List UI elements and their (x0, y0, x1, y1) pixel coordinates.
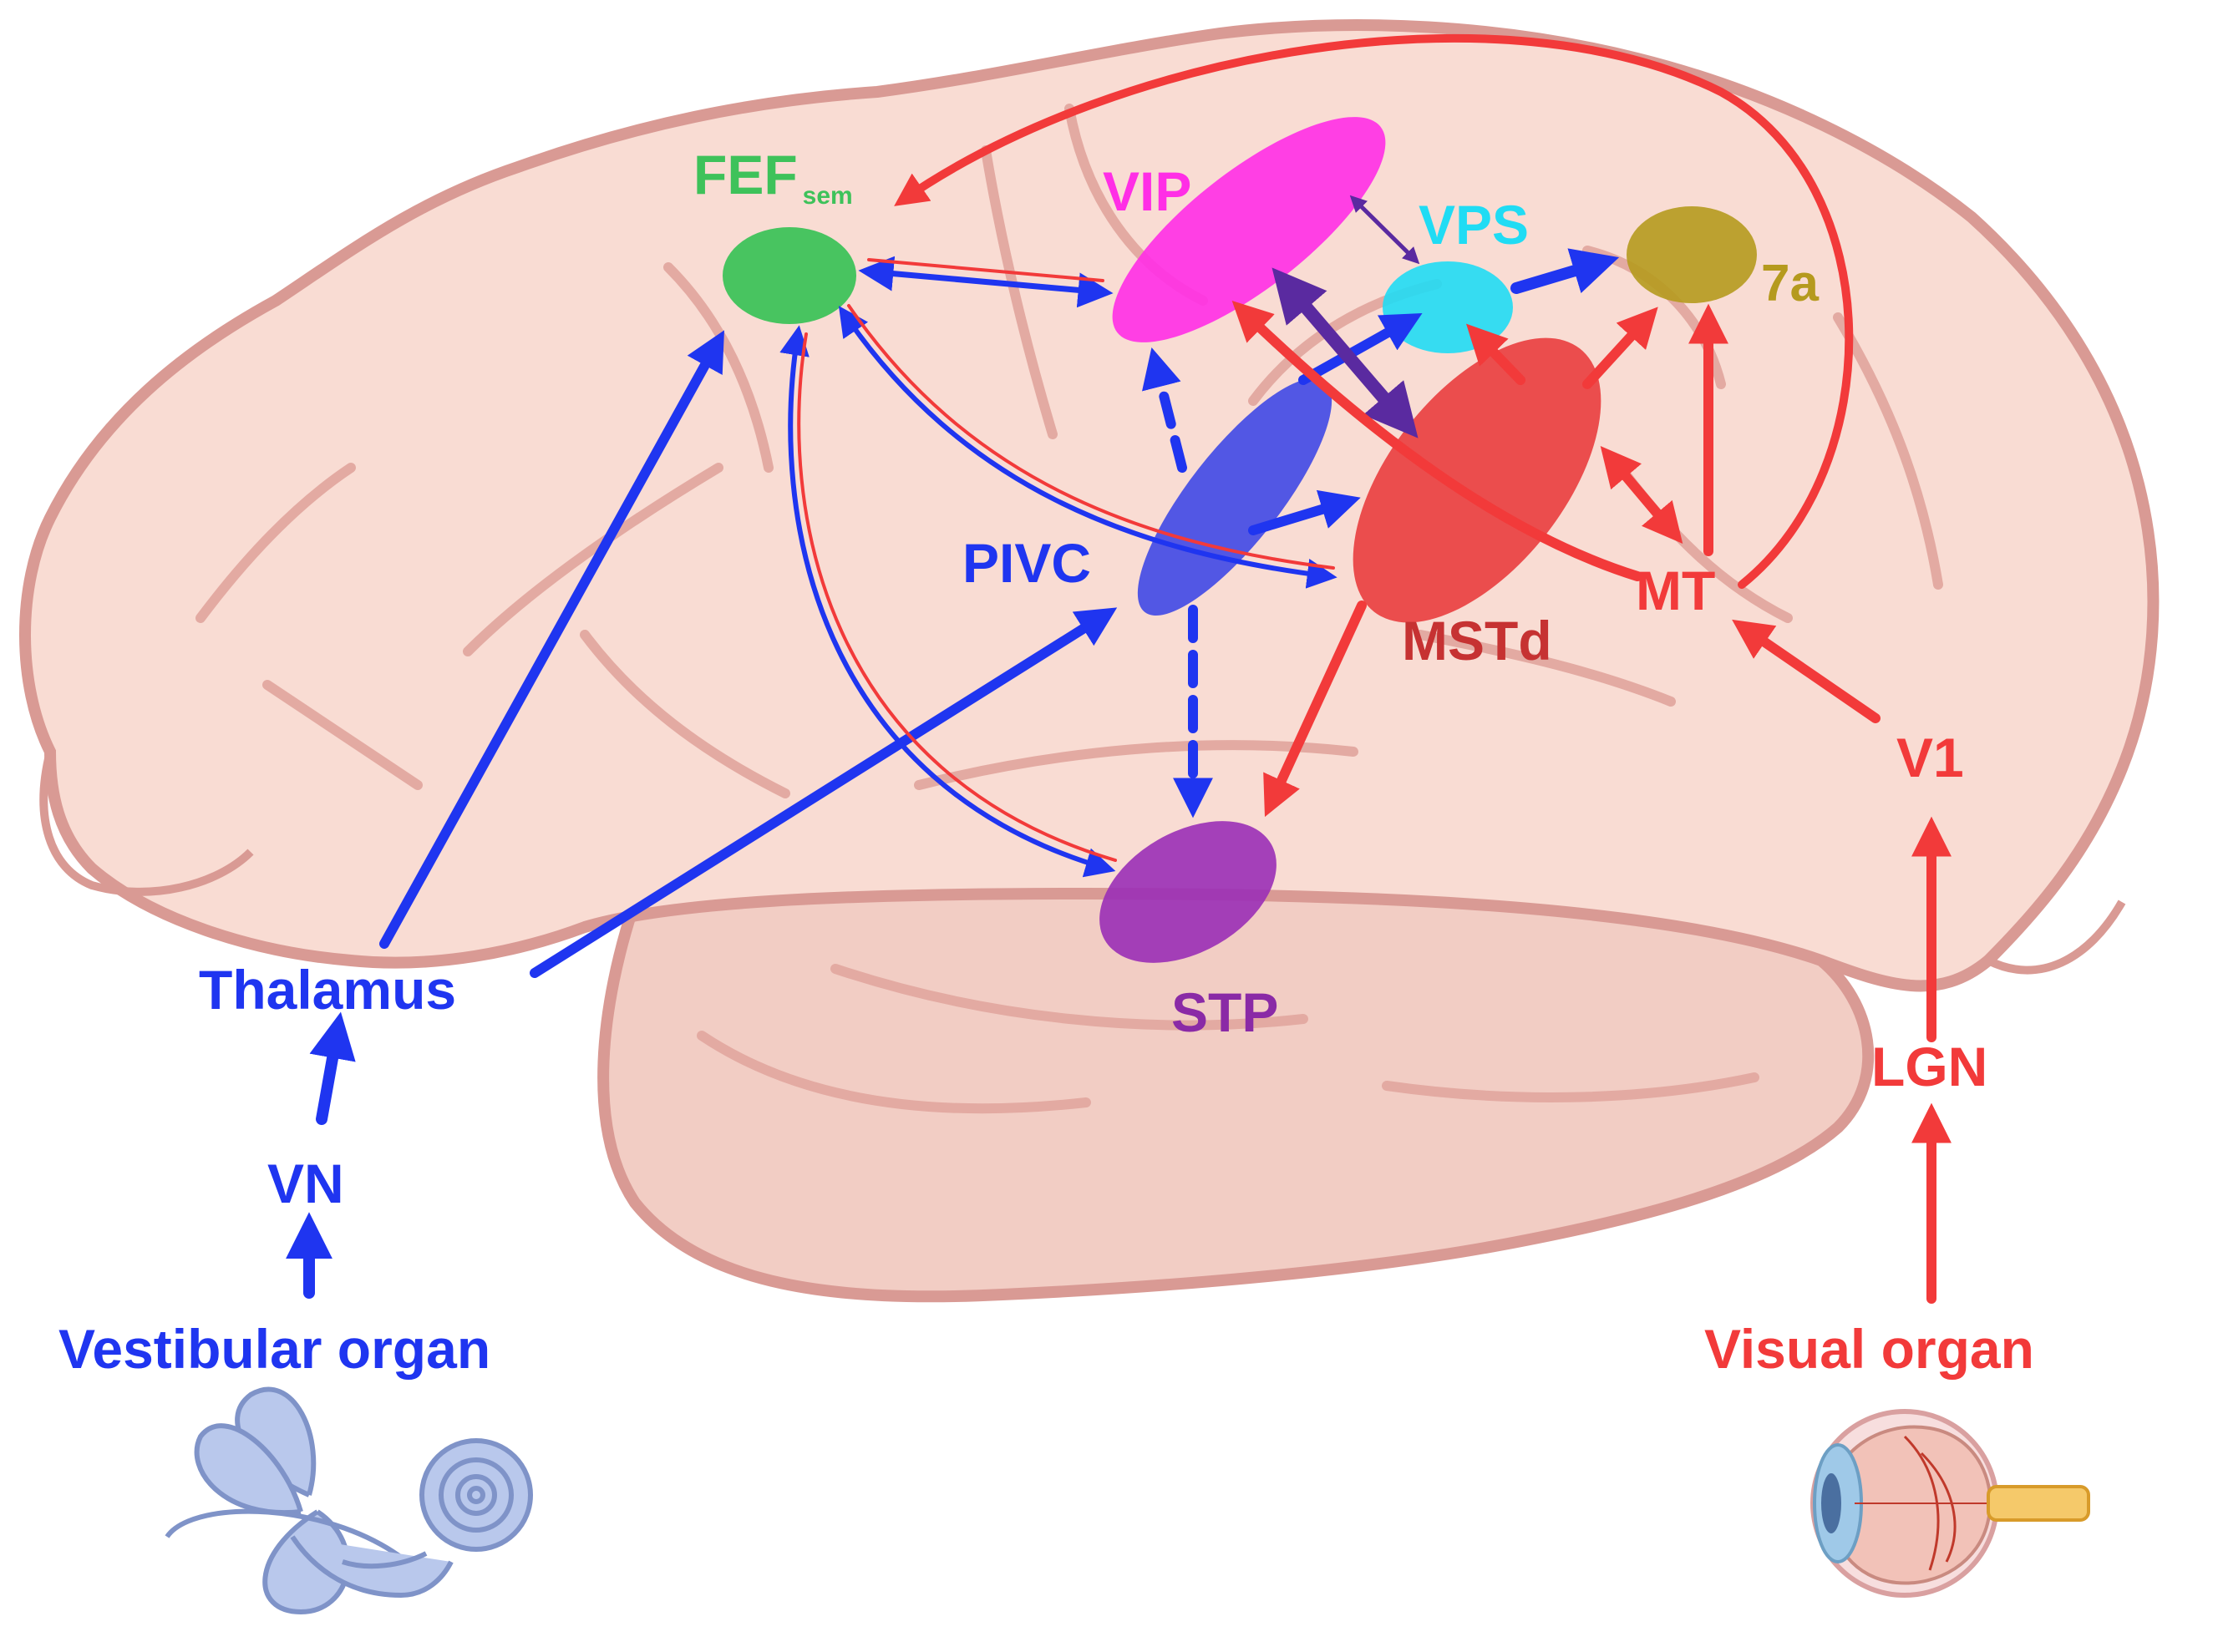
label-vn: VN (267, 1153, 344, 1214)
area-mstd (1353, 337, 1601, 623)
label-lgn: LGN (1871, 1036, 1987, 1097)
area-7a (1627, 206, 1757, 303)
arrow-thalamus-to-fef (379, 330, 724, 949)
label-pivc: PIVC (962, 532, 1091, 594)
arrow-fef-vip-red (867, 258, 1104, 282)
arrow-mstd-to-stp (1263, 600, 1367, 818)
label-vestibular-organ: Vestibular organ (58, 1318, 490, 1380)
label-mt: MT (1636, 560, 1715, 621)
arrow-mt-to-fef (894, 33, 1854, 589)
label-visual-organ: Visual organ (1704, 1318, 2034, 1380)
label-v1: V1 (1896, 727, 1964, 788)
arrow-fef-vip-blue (858, 256, 1114, 308)
label-mstd: MSTd (1402, 610, 1552, 671)
area-vip (1112, 117, 1386, 342)
area-stp (1099, 821, 1277, 963)
arrow-mt-to-vip (1231, 300, 1642, 581)
label-thalamus: Thalamus (199, 959, 456, 1021)
label-vip: VIP (1103, 160, 1191, 222)
inner-ear-icon (165, 1386, 533, 1615)
arrow-vn-to-thalamus (309, 1011, 356, 1125)
area-fef (723, 227, 856, 324)
label-stp: STP (1171, 981, 1278, 1043)
label-7a: 7a (1761, 255, 1819, 312)
eye-icon (1810, 1409, 2090, 1598)
arrow-mstd-to-vps (1466, 323, 1525, 385)
arrow-vip-mstd (1271, 267, 1419, 438)
arrow-fef-stp-blue (779, 325, 1116, 878)
label-vps: VPS (1419, 194, 1529, 256)
arrow-mt-mstd (1600, 445, 1683, 545)
arrow-fef-stp-red (797, 332, 1117, 862)
arrow-vip-vps (1349, 195, 1420, 265)
area-vps (1383, 261, 1513, 353)
arrow-vps-to-7a (1510, 248, 1620, 294)
arrow-v1-to-mt (1732, 619, 1881, 723)
arrow-mstd-to-7a (1582, 307, 1658, 389)
connections (286, 33, 1952, 1304)
